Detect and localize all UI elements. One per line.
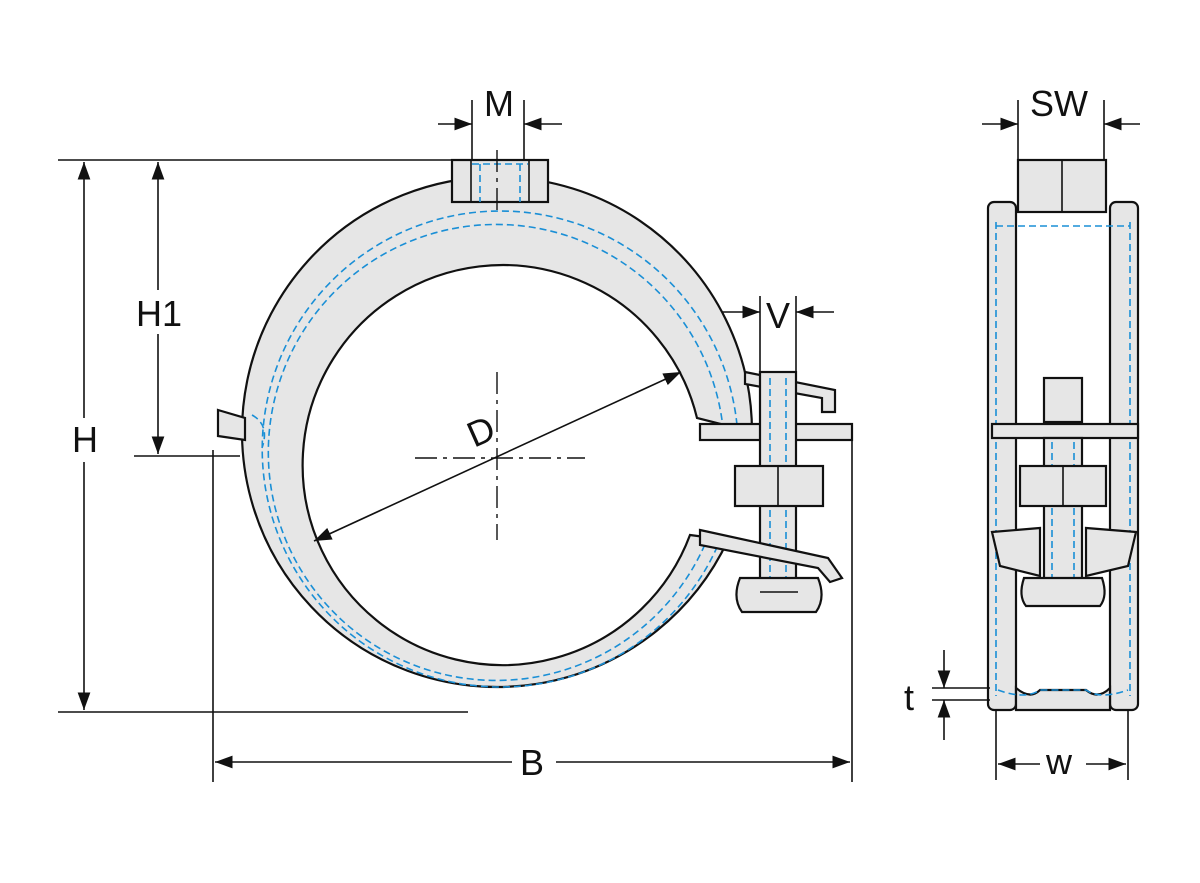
dim-M-label: M [484,83,514,124]
clamp-ring [240,175,754,689]
dim-B-label: B [520,742,544,783]
side-bolt-shaft [1042,436,1084,590]
side-bottom-band [1014,685,1112,712]
side-wing-nut [990,526,1138,578]
dim-D-line [313,371,682,542]
dim-t-label: t [904,677,914,718]
bolt-nut [733,464,825,508]
side-plate-right [1108,200,1140,712]
dim-w-label: w [1045,741,1073,782]
dim-H-label: H [72,419,98,460]
bolt-assembly [698,370,854,614]
lining-inner-line [267,223,723,682]
left-hook [216,408,247,442]
dim-V-label: V [766,295,790,336]
lining-outer-line [261,210,738,688]
side-plate-left [986,200,1018,712]
dim-H1-label: H1 [136,293,182,334]
side-view: SW t w [904,83,1140,782]
bolt-head [735,576,823,614]
dim-SW-label: SW [1030,83,1088,124]
dim-D-label: D [461,407,501,455]
front-view: D M V H1 H B [58,83,854,783]
top-hex-nut [450,158,550,204]
